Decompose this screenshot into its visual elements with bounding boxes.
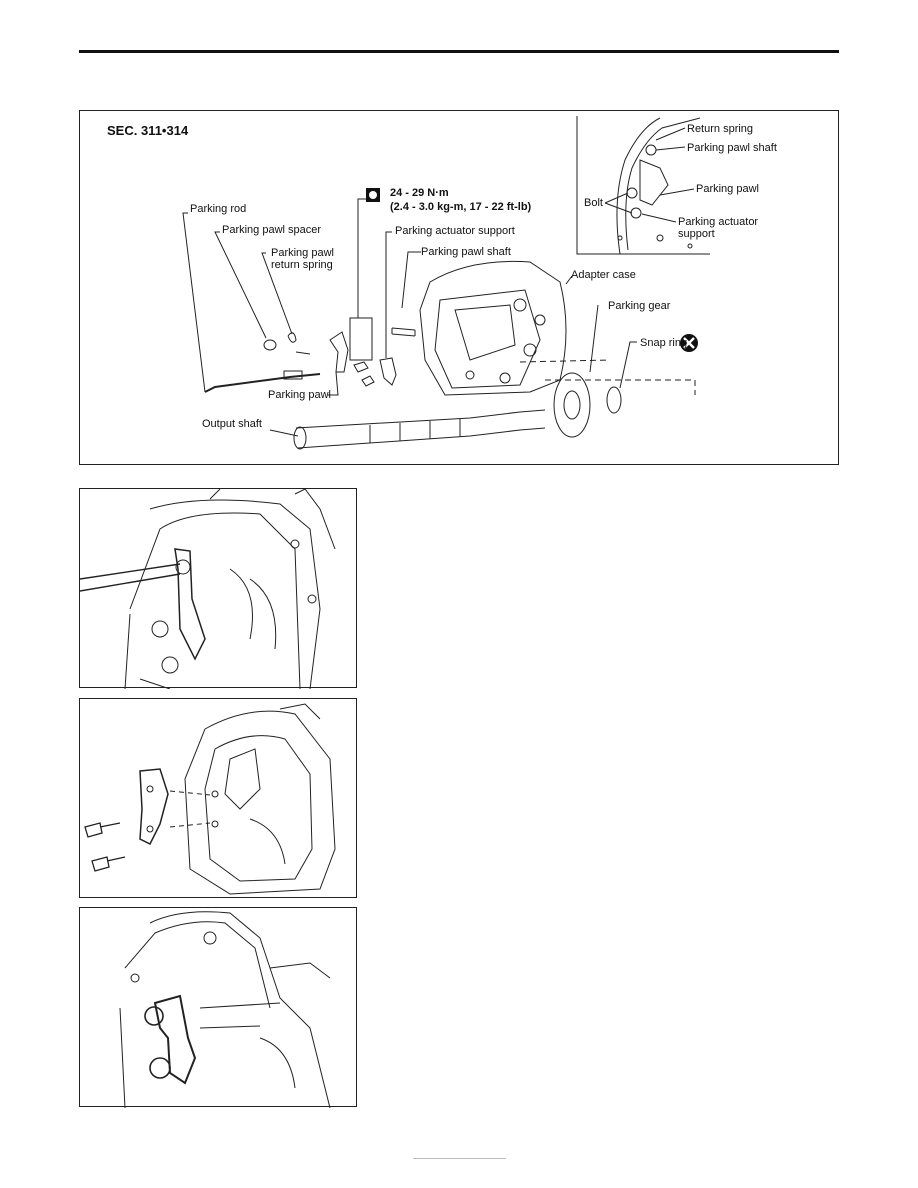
step-illustration-installed-support <box>79 907 357 1108</box>
pawl-spacer <box>263 339 277 351</box>
step-illustration-return-spring <box>79 488 357 689</box>
screwdriver <box>80 563 181 592</box>
snap-ring <box>606 386 622 414</box>
pawl-part <box>329 331 349 373</box>
footer-rule <box>413 1158 506 1159</box>
exploded-view-figure <box>79 110 839 465</box>
callout-return-spring: Parking pawl return spring <box>271 247 334 271</box>
inset-return-spring: Return spring <box>687 123 754 135</box>
actuator-support-removal-drawing <box>84 703 336 895</box>
installed-support-drawing <box>119 911 331 1108</box>
do-not-reuse-icon <box>680 334 698 352</box>
rod-spring <box>283 370 303 380</box>
callout-return-spring-line-1: Parking pawl <box>271 247 334 259</box>
adapter-case-outline <box>419 260 567 396</box>
step-illustration-actuator-support <box>79 698 357 898</box>
return-spring-removal-drawing <box>80 489 336 689</box>
bolt-lower <box>91 856 126 872</box>
inset-parking-actuator-line-1: Parking actuator <box>678 216 759 228</box>
pawl-shaft-part <box>391 327 416 337</box>
parking-rod <box>204 373 321 393</box>
callout-output-shaft: Output shaft <box>202 418 262 430</box>
actuator-support-part <box>139 768 169 846</box>
inset-parking-pawl: Parking pawl <box>696 183 759 195</box>
inset-bolt: Bolt <box>584 197 603 209</box>
inset-frame <box>576 116 710 255</box>
inset-pawl-shaft <box>645 144 657 156</box>
inset-case-edge <box>616 117 661 255</box>
callout-return-spring-line-2: return spring <box>271 259 333 271</box>
bolt-upper <box>84 822 121 838</box>
callout-adapter-case: Adapter case <box>571 269 636 281</box>
header-rule <box>79 50 839 53</box>
section-label: SEC. 311•314 <box>107 123 189 138</box>
installed-support <box>153 994 197 1085</box>
callout-parking-actuator-support: Parking actuator support <box>395 225 515 237</box>
torque-wrench-icon <box>366 188 380 202</box>
output-shaft <box>295 409 546 449</box>
callout-snap-ring: Snap ring <box>640 337 688 349</box>
callout-parking-rod: Parking rod <box>190 203 247 215</box>
inset-pawl <box>639 159 669 206</box>
callout-parking-pawl-spacer: Parking pawl spacer <box>222 224 322 236</box>
rod-leader <box>182 212 206 393</box>
torque-spec-line-1: 24 - 29 N·m <box>390 187 449 199</box>
inset-parking-pawl-shaft: Parking pawl shaft <box>687 142 777 154</box>
torque-spec: 24 - 29 N·m (2.4 - 3.0 kg-m, 17 - 22 ft-… <box>390 186 531 214</box>
inset-parking-actuator-line-2: support <box>678 228 715 240</box>
torque-box <box>349 317 373 361</box>
callout-parking-gear: Parking gear <box>608 300 671 312</box>
inset-parking-actuator-support: Parking actuator support <box>678 216 758 240</box>
inset-bolt-1 <box>626 187 638 199</box>
torque-spec-line-2: (2.4 - 3.0 kg-m, 17 - 22 ft-lb) <box>390 201 532 213</box>
return-spring <box>287 332 311 355</box>
parking-gear <box>553 372 591 438</box>
callout-parking-pawl: Parking pawl <box>268 389 331 401</box>
inset-bolt-2 <box>630 207 642 219</box>
callout-parking-pawl-shaft: Parking pawl shaft <box>421 246 511 258</box>
actuator-support-part <box>379 357 397 386</box>
